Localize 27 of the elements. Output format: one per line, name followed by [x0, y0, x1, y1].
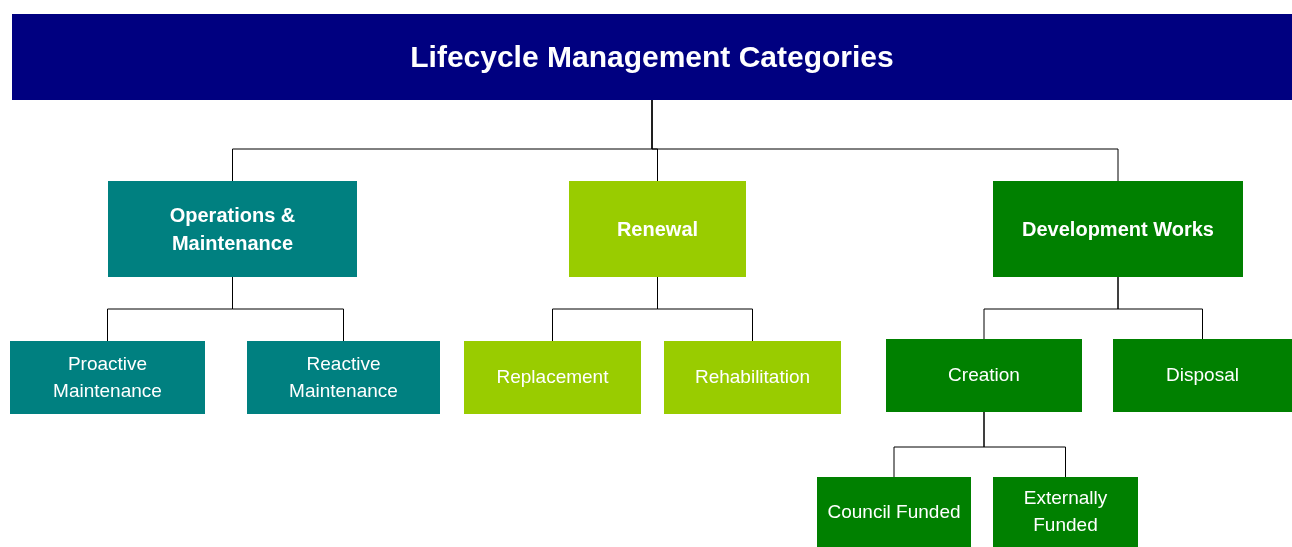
category-box: [993, 181, 1243, 277]
box-label: Externally Funded: [1022, 486, 1109, 537]
box-label: Council Funded: [826, 499, 962, 524]
box-label: Replacement: [495, 365, 610, 390]
connector-line: [651, 99, 1119, 182]
subcategory-box: [993, 477, 1138, 547]
box-label: Operations & Maintenance: [168, 203, 297, 256]
box-label: Reactive Maintenance: [288, 351, 399, 403]
connector-line: [983, 411, 1066, 478]
subcategory-box: [464, 341, 641, 414]
subcategory-box: [247, 341, 440, 414]
subcategory-box: [664, 341, 841, 414]
category-box: [569, 181, 746, 277]
box-label: Development Works: [1021, 217, 1215, 242]
box-label: Proactive Maintenance: [52, 351, 163, 403]
connector-line: [1117, 276, 1203, 340]
subcategory-box: [1113, 339, 1292, 412]
title-banner: [12, 14, 1292, 100]
box-label: Rehabilitation: [693, 365, 812, 390]
subcategory-box: [886, 339, 1082, 412]
subcategory-box: [817, 477, 971, 547]
category-box: [108, 181, 357, 277]
box-label: Creation: [947, 363, 1021, 388]
box-label: Disposal: [1165, 363, 1240, 388]
box-label: Lifecycle Management Categories: [409, 39, 895, 75]
box-label: Renewal: [615, 217, 700, 242]
subcategory-box: [10, 341, 205, 414]
